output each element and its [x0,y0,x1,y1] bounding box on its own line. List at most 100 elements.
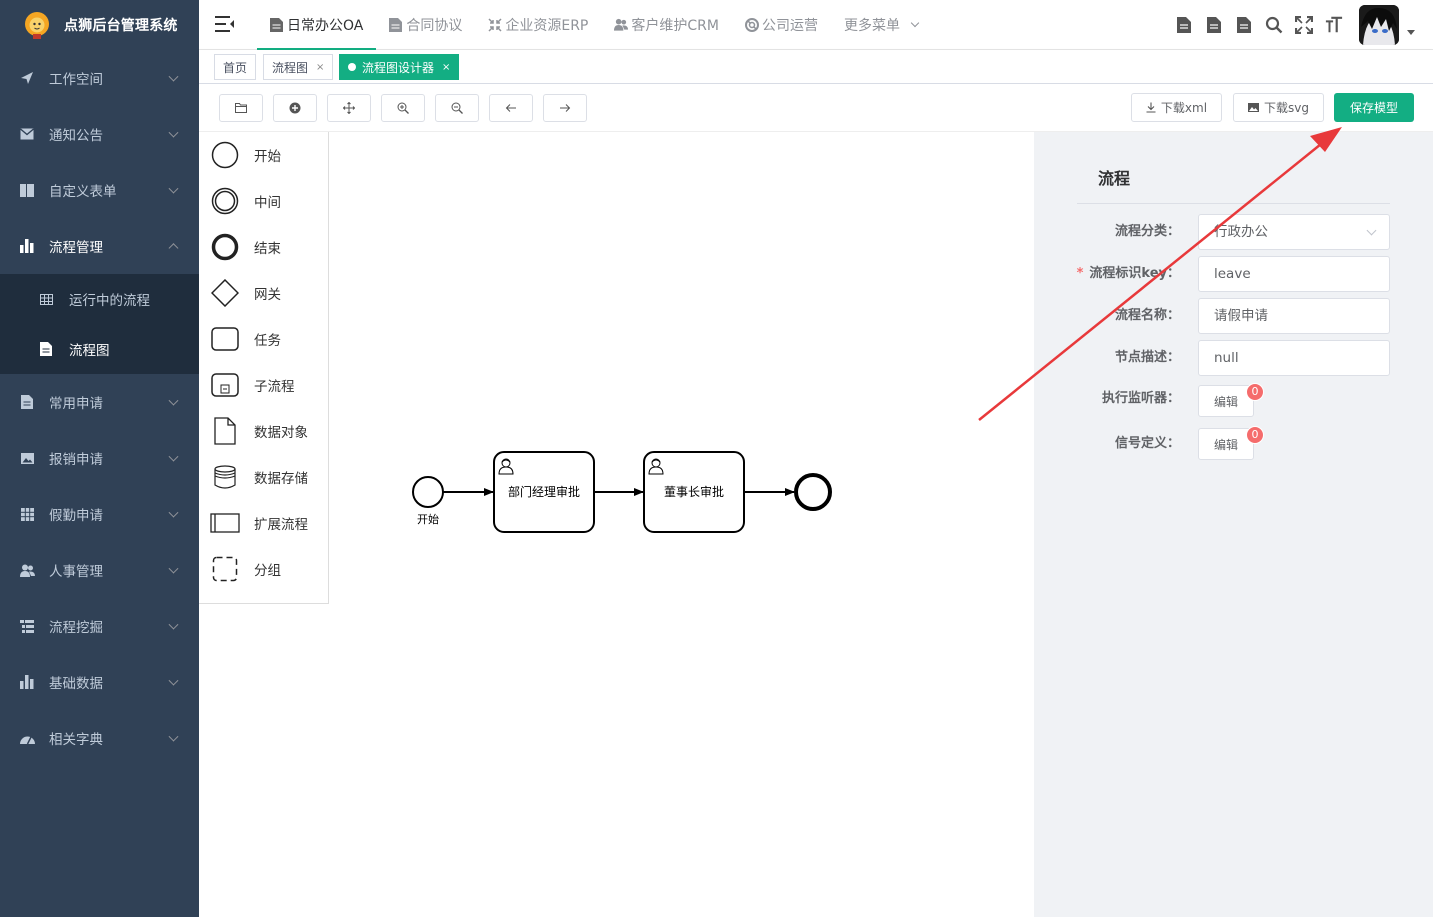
lion-logo-icon [25,12,49,39]
end-event-icon [210,232,240,262]
process-name-input[interactable]: 请假申请 [1198,298,1390,334]
sidebar-item-label: 流程图 [69,343,110,359]
hamburger-icon[interactable] [215,15,235,33]
task-label: 董事长审批 [664,484,724,499]
contract-icon [389,18,403,32]
palette-label: 扩展流程 [254,517,308,533]
chevron-down-icon [168,395,179,406]
document-icon[interactable] [1235,16,1253,34]
palette-data-object[interactable]: 数据对象 [199,408,328,454]
sidebar-item-leave-attendance[interactable]: 假勤申请 [0,486,199,542]
tag-home[interactable]: 首页 [214,54,257,80]
process-key-input[interactable]: leave [1198,256,1390,292]
fullscreen-icon[interactable] [1295,16,1313,34]
sidebar-item-label: 报销申请 [49,452,103,468]
sidebar-item-common-applications[interactable]: 常用申请 [0,374,199,430]
download-svg-button[interactable]: 下载svg [1233,93,1324,122]
palette-gateway[interactable]: 网关 [199,270,328,316]
sidebar-item-flowchart[interactable]: 流程图 [0,324,199,374]
zoom-in-button[interactable] [381,94,425,122]
palette-start-event[interactable]: 开始 [199,132,328,178]
topnav-item-erp[interactable]: 企业资源ERP [475,0,601,50]
palette-pool[interactable]: 扩展流程 [199,500,328,546]
palette-end-event[interactable]: 结束 [199,224,328,270]
sidebar-item-hr[interactable]: 人事管理 [0,542,199,598]
topnav-item-more-menu[interactable]: 更多菜单 [831,0,931,50]
topnav-item-crm[interactable]: 客户维护CRM [601,0,732,50]
sidebar-item-process-mining[interactable]: 流程挖掘 [0,598,199,654]
palette-data-store[interactable]: 数据存储 [199,454,328,500]
palette-label: 数据对象 [254,425,308,441]
palette-intermediate-event[interactable]: 中间 [199,178,328,224]
undo-button[interactable] [489,94,533,122]
download-icon [1146,102,1156,113]
process-submenu: 运行中的流程 流程图 [0,274,199,374]
bpmn-canvas[interactable]: 开始 部门经理审批 董事长审批 [199,132,1034,917]
chevron-down-icon [168,731,179,742]
bpmn-palette: 开始 中间 结束 网关 任务 子流程 数据对象 数据存储 [199,132,329,604]
sidebar-item-label: 工作空间 [49,72,103,88]
bar-chart-icon [19,674,35,690]
edit-signal-button[interactable]: 编辑 [1198,428,1254,460]
caret-down-icon[interactable] [1407,29,1415,35]
app-logo[interactable]: 点狮后台管理系统 [0,0,199,50]
sidebar-item-workspace[interactable]: 工作空间 [0,50,199,106]
save-model-button[interactable]: 保存模型 [1334,93,1414,122]
form-row-signal: 信号定义： 编辑 0 [1034,426,1433,464]
start-event[interactable] [412,476,444,508]
user-task-dept-manager[interactable]: 部门经理审批 [493,451,595,533]
sidebar-item-basic-data[interactable]: 基础数据 [0,654,199,710]
download-svg-label: 下载svg [1264,101,1309,115]
sidebar-item-process-management[interactable]: 流程管理 [0,218,199,274]
sidebar-item-label: 人事管理 [49,564,103,580]
close-icon[interactable]: × [316,61,325,73]
arrow-left-icon [505,104,516,112]
document-icon [270,18,284,32]
user-task-chairman[interactable]: 董事长审批 [643,451,745,533]
users-icon [19,562,35,578]
image-icon [19,450,35,466]
redo-button[interactable] [543,94,587,122]
key-label: 流程标识key： [1089,266,1180,281]
chevron-down-icon [168,563,179,574]
tag-flow-designer[interactable]: 流程图设计器 × [339,54,460,80]
topnav-label: 合同协议 [406,18,463,34]
palette-task[interactable]: 任务 [199,316,328,362]
properties-panel: 流程 流程分类： 行政办公 *流程标识key： leave 流程名称： 请假申请… [1034,132,1433,917]
topnav-item-oa[interactable]: 日常办公OA [257,0,377,50]
sidebar-item-custom-form[interactable]: 自定义表单 [0,162,199,218]
search-icon[interactable] [1265,16,1283,34]
user-avatar[interactable] [1359,5,1399,45]
topnav-item-operations[interactable]: 公司运营 [732,0,831,50]
document-icon[interactable] [1205,16,1223,34]
category-value: 行政办公 [1214,224,1268,240]
required-asterisk: * [1076,266,1084,281]
font-size-icon[interactable] [1325,16,1343,34]
zoom-out-button[interactable] [435,94,479,122]
move-icon [343,102,355,114]
fit-viewport-button[interactable] [327,94,371,122]
open-file-button[interactable] [219,94,263,122]
sidebar-item-reimbursement[interactable]: 报销申请 [0,430,199,486]
tag-flowchart[interactable]: 流程图 × [263,54,334,80]
sidebar-item-dictionary[interactable]: 相关字典 [0,710,199,766]
description-input[interactable]: null [1198,340,1390,376]
close-icon[interactable]: × [442,61,451,73]
create-new-button[interactable] [273,94,317,122]
properties-title: 流程 [1098,169,1131,188]
palette-group[interactable]: 分组 [199,546,328,592]
signal-label: 信号定义： [1114,436,1180,451]
category-label: 流程分类： [1114,224,1180,239]
sidebar-item-label: 常用申请 [49,396,103,412]
palette-subprocess[interactable]: 子流程 [199,362,328,408]
sidebar-item-notice[interactable]: 通知公告 [0,106,199,162]
category-select[interactable]: 行政办公 [1198,214,1390,250]
sidebar-item-label: 自定义表单 [49,184,117,200]
topnav-label: 企业资源ERP [505,18,589,34]
document-icon[interactable] [1175,16,1193,34]
download-xml-button[interactable]: 下载xml [1131,93,1222,122]
paper-plane-icon [19,70,35,86]
end-event[interactable] [794,473,832,511]
topnav-item-contract[interactable]: 合同协议 [376,0,475,50]
sidebar-item-running-processes[interactable]: 运行中的流程 [0,274,199,324]
